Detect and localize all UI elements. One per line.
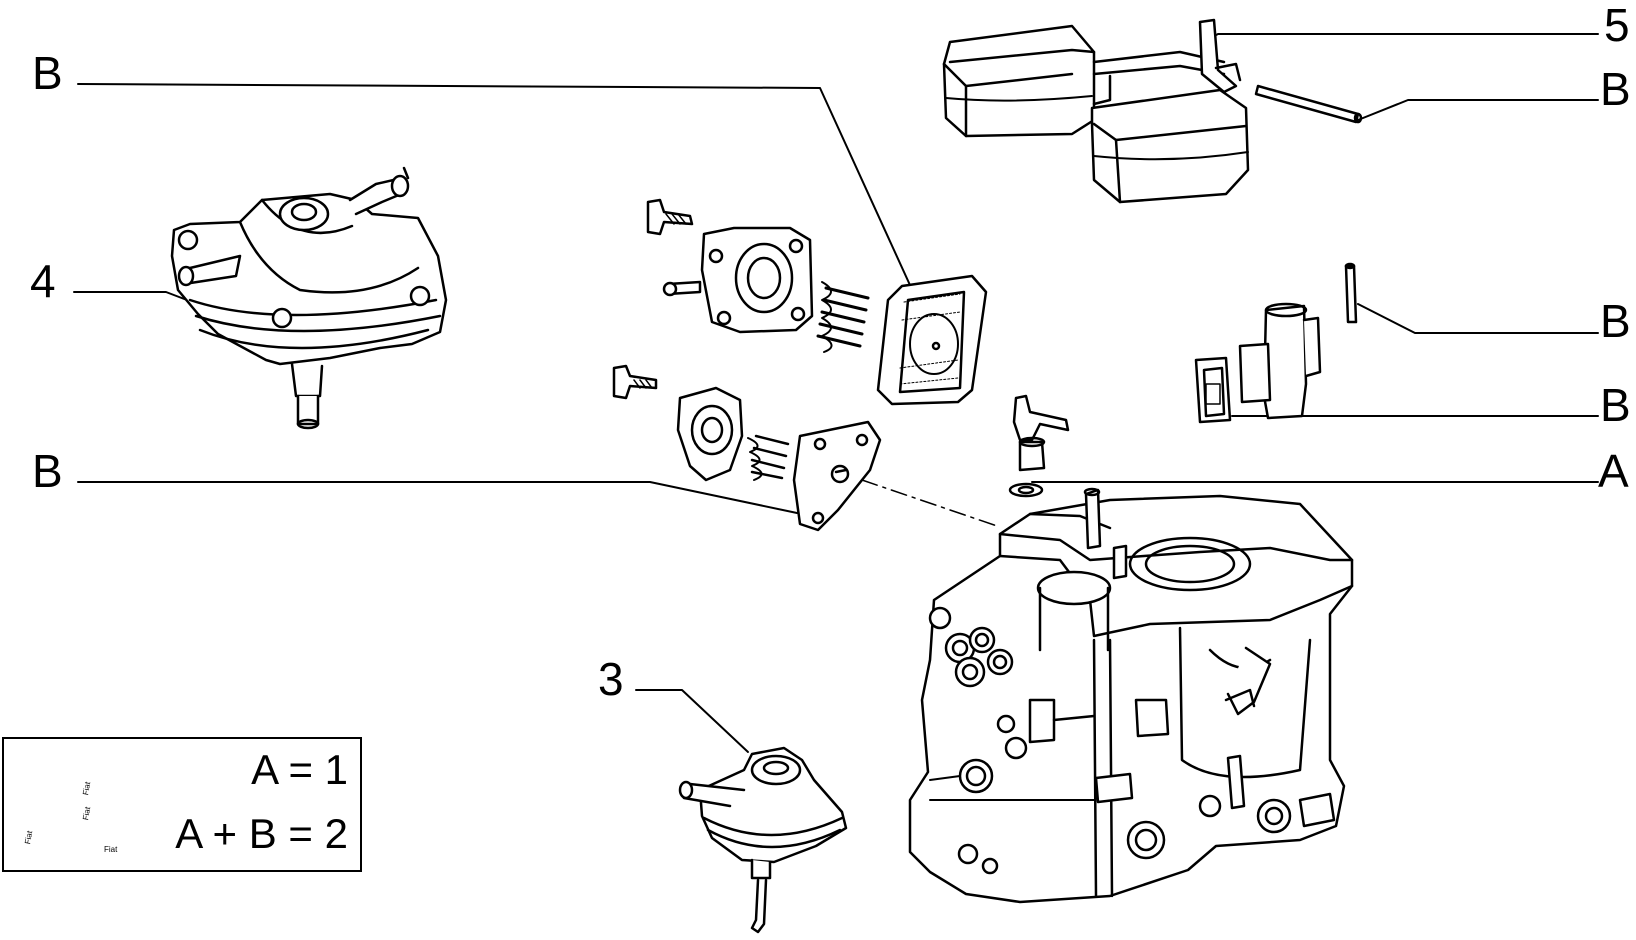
carburettor-body <box>908 487 1354 904</box>
legend-tag-tube-2: Fiat <box>81 806 93 821</box>
leader-b-rod <box>1357 99 1599 121</box>
leader-b-lower <box>77 481 798 514</box>
callout-b-diaphragm: B <box>32 47 63 99</box>
legend-box: A = 1 A + B = 2 Fiat Fiat Fiat Fiat <box>2 737 362 872</box>
callout-b-plate: B <box>1600 379 1631 431</box>
callout-b-pin: B <box>1600 295 1631 347</box>
small-valve-and-washer <box>1008 394 1070 498</box>
callout-a: A <box>1598 445 1629 497</box>
axis-dash <box>861 479 1001 528</box>
callout-3: 3 <box>598 653 624 705</box>
needle-valve-parts <box>1194 262 1358 424</box>
callout-b-lower: B <box>32 445 63 497</box>
leader-b-pin <box>1357 303 1599 334</box>
diaphragm-cover-upper <box>646 198 988 406</box>
float-assembly <box>942 18 1250 204</box>
leader-3 <box>635 689 749 753</box>
leader-lines <box>73 33 1599 753</box>
leader-b-diaphragm <box>77 83 926 319</box>
pump-part-4 <box>170 166 448 430</box>
legend-tag-right-pack: Fiat <box>104 845 118 854</box>
legend-a-plus-b-equals-2: A + B = 2 <box>175 810 348 857</box>
callout-5: 5 <box>1604 0 1630 51</box>
callout-4: 4 <box>30 255 56 307</box>
legend-tag-tube: Fiat <box>81 781 93 796</box>
leader-5 <box>1206 33 1599 41</box>
pump-part-3 <box>678 746 848 934</box>
diaphragm-cover-lower <box>612 364 882 532</box>
float-pin <box>1254 84 1363 124</box>
callout-b-rod: B <box>1600 63 1631 115</box>
legend-tag-left-pack: Fiat <box>23 830 35 845</box>
legend-a-equals-1: A = 1 <box>251 746 348 793</box>
